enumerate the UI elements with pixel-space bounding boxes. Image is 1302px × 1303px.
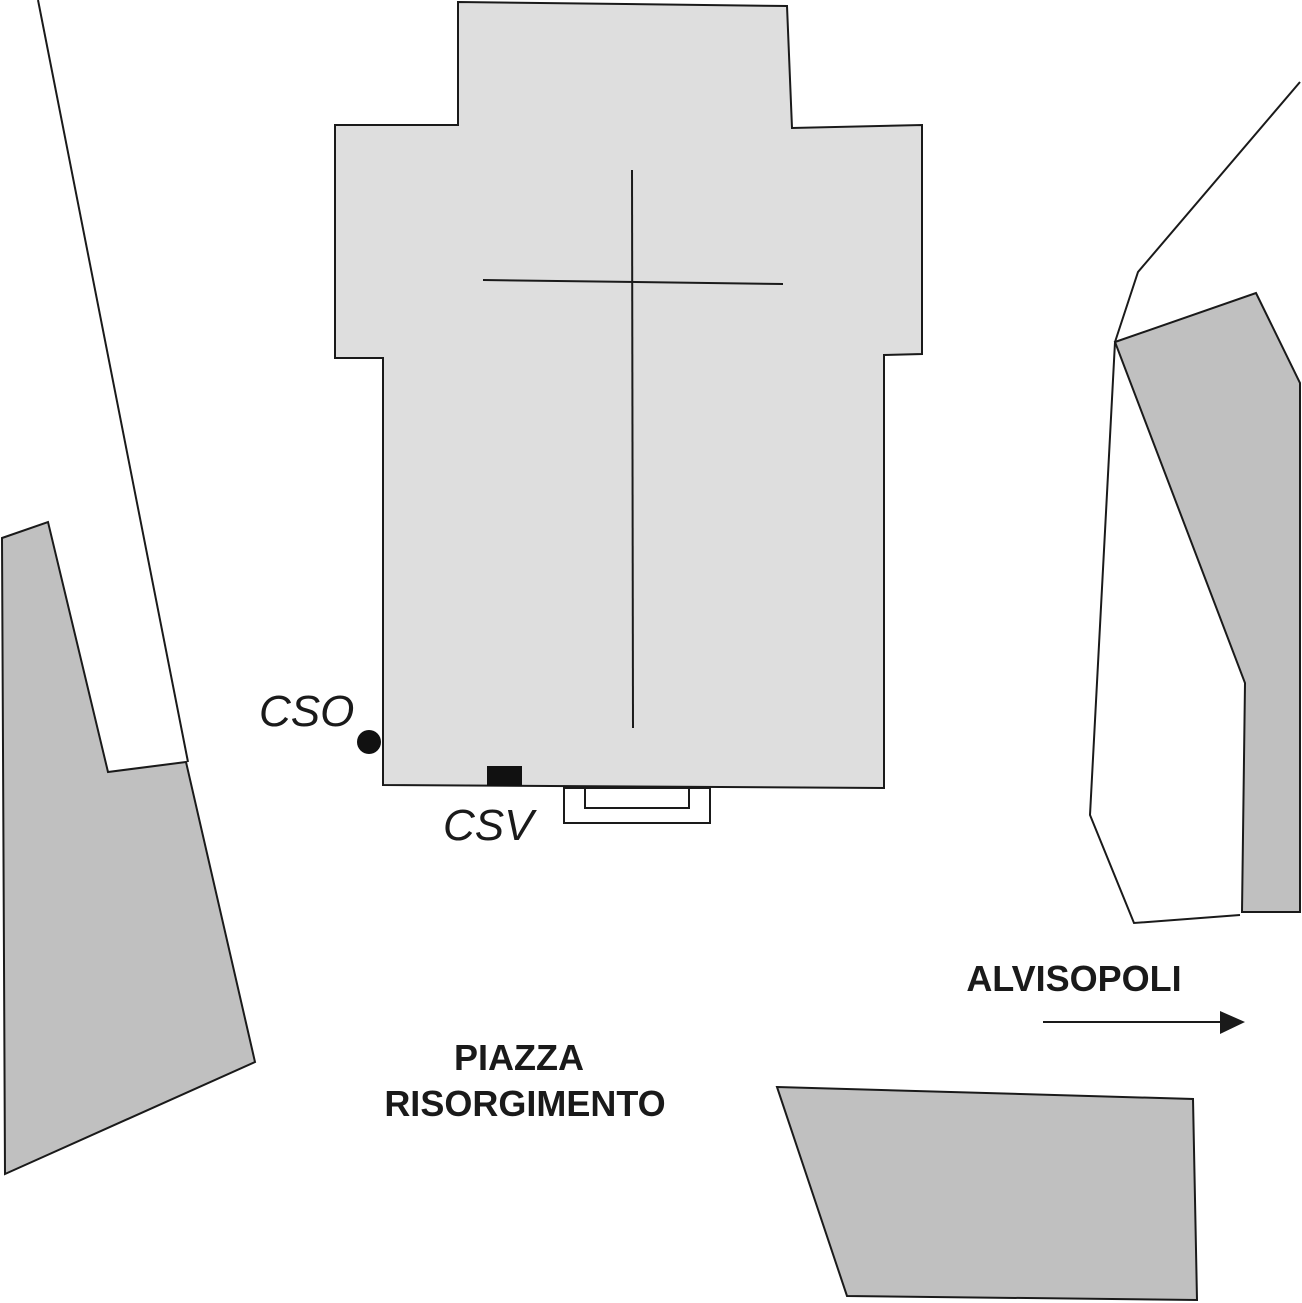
cross-vertical-line: [631, 169, 634, 729]
bottom-building: [775, 1085, 1199, 1302]
left-building: [0, 520, 257, 1176]
left-road-line: [37, 0, 189, 763]
square-name-line1: PIAZZA: [454, 1037, 584, 1078]
arrow-right-icon: [1220, 1011, 1245, 1034]
csv-marker: [487, 766, 522, 786]
csv-label: CSV: [443, 801, 537, 850]
direction-label: ALVISOPOLI: [966, 958, 1181, 999]
church-building: [334, 0, 923, 790]
cso-label: CSO: [259, 687, 354, 736]
right-road-line: [1088, 81, 1301, 925]
cso-marker: [357, 730, 381, 754]
cross-horizontal-line: [482, 279, 784, 285]
right-building: [1113, 291, 1301, 913]
square-name-line2: RISORGIMENTO: [384, 1083, 665, 1124]
entrance-steps-inner: [584, 787, 690, 809]
